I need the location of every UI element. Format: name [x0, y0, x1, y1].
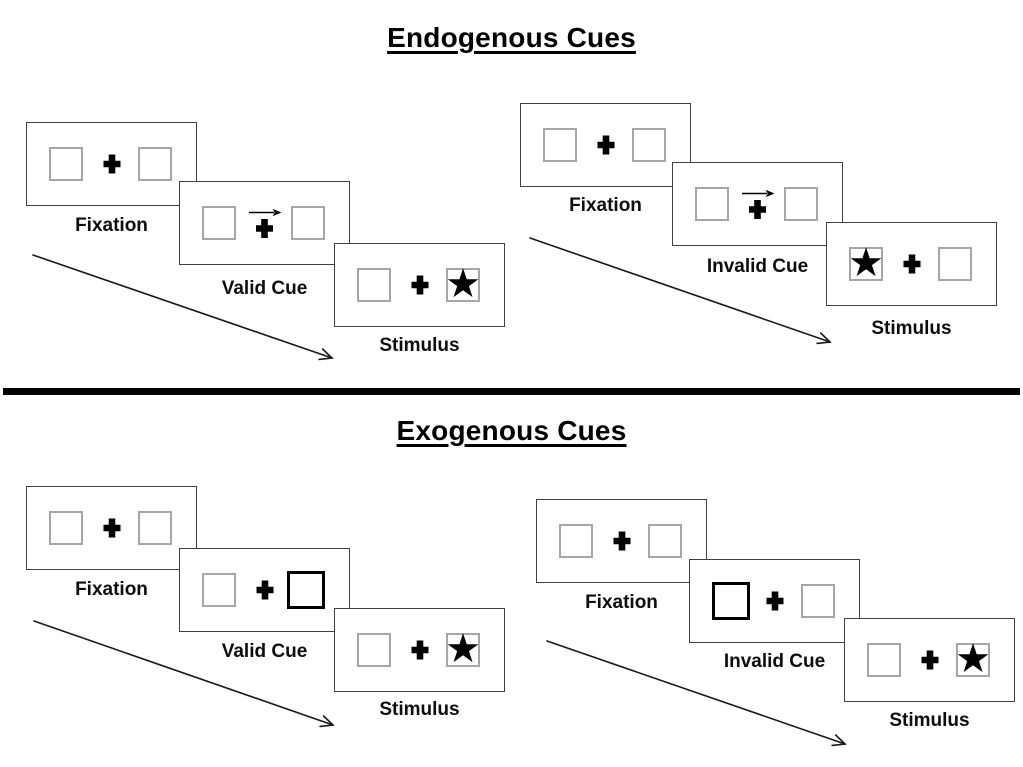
- fixation-cross-icon: [597, 135, 614, 155]
- panel-label: Invalid Cue: [706, 256, 809, 277]
- invalid-cue-panel: [672, 162, 843, 246]
- fixation-cross-icon: [903, 254, 920, 274]
- left-placeholder-box: [695, 187, 729, 221]
- fixation-cross-icon: [256, 580, 273, 600]
- left-placeholder-box: [357, 633, 391, 667]
- left-placeholder-box: [559, 524, 593, 558]
- fixation-panel: [26, 486, 197, 570]
- left-placeholder-box: [202, 206, 236, 240]
- panel-label: Stimulus: [379, 699, 460, 720]
- panel-label: Fixation: [75, 579, 148, 600]
- left-placeholder-box: [49, 511, 83, 545]
- stimulus-panel: ★: [334, 243, 505, 327]
- right-placeholder-box: [938, 247, 972, 281]
- panel-label: Fixation: [75, 215, 148, 236]
- cue-highlight-box: [287, 571, 325, 609]
- right-placeholder-box: [648, 524, 682, 558]
- center-symbols: [766, 591, 783, 611]
- center-symbols: [248, 208, 282, 238]
- sequence-arrow-endogenous-valid: [32, 254, 334, 361]
- right-placeholder-box: [801, 584, 835, 618]
- cue-arrow-icon: [248, 208, 281, 217]
- target-box: ★: [848, 241, 884, 285]
- left-placeholder-box: [543, 128, 577, 162]
- right-placeholder-box: [784, 187, 818, 221]
- fixation-cross-icon: [103, 518, 120, 538]
- section-title-endogenous: Endogenous Cues: [387, 22, 636, 53]
- star-icon: ★: [445, 262, 481, 306]
- left-placeholder-box: [49, 147, 83, 181]
- fixation-cross-icon: [749, 200, 766, 219]
- target-box: ★: [955, 637, 991, 681]
- sequence-arrow-endogenous-invalid: [529, 237, 832, 345]
- center-symbols: [256, 580, 273, 600]
- right-placeholder-box: [632, 128, 666, 162]
- sequence-arrow-exogenous-valid: [33, 620, 335, 728]
- stimulus-panel: ★: [334, 608, 505, 692]
- valid-cue-panel: [179, 548, 350, 632]
- fixation-cross-icon: [921, 650, 938, 670]
- star-icon: ★: [445, 627, 481, 671]
- fixation-cross-icon: [411, 275, 428, 295]
- center-symbols: [613, 531, 630, 551]
- center-symbols: [411, 275, 428, 295]
- panel-label: Stimulus: [871, 318, 952, 339]
- cue-arrow-icon: [741, 189, 774, 198]
- target-box: ★: [445, 262, 481, 306]
- fixation-cross-icon: [613, 531, 630, 551]
- fixation-cross-icon: [411, 640, 428, 660]
- section-divider: [3, 388, 1020, 395]
- center-symbols: [597, 135, 614, 155]
- center-symbols: [103, 154, 120, 174]
- right-placeholder-box: [138, 147, 172, 181]
- center-symbols: [411, 640, 428, 660]
- invalid-cue-panel: [689, 559, 860, 643]
- stimulus-panel: ★: [826, 222, 997, 306]
- panel-label: Fixation: [569, 195, 642, 216]
- left-placeholder-box: [867, 643, 901, 677]
- right-placeholder-box: [138, 511, 172, 545]
- valid-cue-panel: [179, 181, 350, 265]
- fixation-cross-icon: [103, 154, 120, 174]
- stimulus-panel: ★: [844, 618, 1015, 702]
- center-symbols: [103, 518, 120, 538]
- center-symbols: [921, 650, 938, 670]
- right-placeholder-box: [291, 206, 325, 240]
- cue-highlight-box: [712, 582, 750, 620]
- fixation-panel: [520, 103, 691, 187]
- star-icon: ★: [848, 241, 884, 285]
- panel-label: Valid Cue: [221, 641, 308, 662]
- section-title-exogenous: Exogenous Cues: [396, 415, 627, 446]
- fixation-cross-icon: [256, 219, 273, 238]
- panel-label: Stimulus: [889, 710, 970, 731]
- star-icon: ★: [955, 637, 991, 681]
- fixation-cross-icon: [766, 591, 783, 611]
- left-placeholder-box: [357, 268, 391, 302]
- panel-label: Stimulus: [379, 335, 460, 356]
- fixation-panel: [536, 499, 707, 583]
- left-placeholder-box: [202, 573, 236, 607]
- center-symbols: [741, 189, 775, 219]
- center-symbols: [903, 254, 920, 274]
- panel-label: Fixation: [585, 592, 658, 613]
- target-box: ★: [445, 627, 481, 671]
- fixation-panel: [26, 122, 197, 206]
- panel-label: Invalid Cue: [723, 651, 826, 672]
- panel-label: Valid Cue: [221, 278, 308, 299]
